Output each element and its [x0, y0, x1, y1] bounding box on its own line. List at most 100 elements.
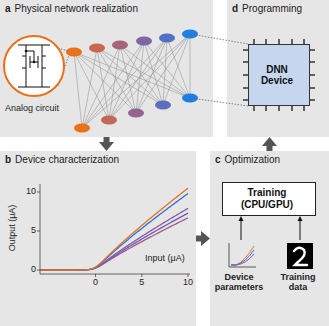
arrow-head: [201, 231, 210, 246]
iv-curve: [40, 188, 188, 270]
transistor-circuit: [18, 45, 50, 87]
digit-image: [287, 243, 313, 269]
synapse-line: [190, 34, 191, 98]
flow-arrow: [239, 216, 244, 240]
illustration: [4, 30, 315, 278]
synapse-line: [136, 34, 190, 113]
panel: c OptimizationTraining (CPU/GPU) Device pa…: [210, 151, 329, 326]
generated-figure: [40, 30, 315, 271]
tick-label: 10: [26, 187, 36, 197]
chip-pin: [310, 74, 315, 76]
zoom-line: [190, 34, 248, 44]
chip-pin: [310, 49, 315, 51]
panel: b Device characterization: [0, 151, 196, 326]
synapse-line: [74, 52, 82, 128]
tick-label: 5: [31, 226, 36, 236]
flow-arrow: [262, 137, 277, 151]
tick-label: 5: [139, 278, 144, 288]
synapse-line: [97, 48, 163, 105]
panel-letter: c: [215, 154, 221, 166]
plot-axes: [37, 184, 190, 277]
junction-dot: [25, 50, 28, 53]
neuron: [159, 34, 175, 43]
panel-title: Physical network realization: [15, 3, 138, 15]
mini-axes: [229, 243, 256, 267]
tick-label: 10: [183, 278, 193, 288]
chip-pin: [310, 87, 315, 89]
panel-title: Optimization: [225, 154, 281, 166]
flow-arrow: [298, 216, 303, 240]
synapse-line: [109, 34, 190, 120]
chip-pin: [310, 99, 315, 101]
mini-curve: [231, 246, 254, 265]
tick-label: 0: [31, 265, 36, 275]
arrow-shaft: [241, 220, 242, 240]
neuron: [136, 37, 152, 46]
icon-caption: Training data: [276, 240, 324, 293]
synapse-line: [144, 41, 190, 98]
flow-arrow: [196, 231, 210, 246]
tick-label: 0: [93, 278, 98, 288]
synapse-line: [136, 41, 144, 113]
process-box: Training (CPU/GPU): [222, 182, 316, 216]
arrow-head: [239, 216, 244, 221]
arrow-shaft: [300, 220, 301, 240]
neuron: [112, 41, 128, 50]
neuron: [155, 101, 171, 110]
icon-caption: Device parameters: [212, 240, 270, 293]
part-label: Analog circuit: [5, 104, 59, 114]
panel-background: [0, 0, 213, 137]
panel-title: Device characterization: [15, 154, 119, 166]
synapse-line: [109, 41, 144, 120]
iv-curve: [40, 208, 188, 270]
axis-title: Input (μA): [145, 254, 185, 264]
node-text: Device parameters: [212, 272, 266, 293]
axis-title: Output (μA): [8, 205, 18, 252]
panel-letter: d: [232, 3, 238, 15]
panel-title: Programming: [242, 3, 302, 15]
chip-pin: [310, 61, 315, 63]
junction-dot: [33, 61, 36, 64]
panel: d ProgrammingDNN Device: [227, 0, 329, 137]
synapse-line: [97, 48, 190, 98]
node-text: Training data: [276, 272, 320, 293]
node-text: DNN Device: [256, 64, 298, 87]
synapse-line: [82, 48, 97, 128]
zoom-line: [190, 98, 248, 106]
neuron: [74, 124, 90, 133]
synapse-line: [82, 38, 167, 128]
synapse-line: [120, 45, 163, 105]
panel: a Physical network realization: [0, 0, 213, 137]
neuron: [89, 44, 105, 53]
neuron: [101, 116, 117, 125]
panel-letter: a: [5, 3, 11, 15]
neuron: [66, 48, 82, 57]
chip-device: DNN Device: [248, 44, 310, 106]
chip-pin: [253, 106, 255, 111]
mini-curve: [231, 254, 254, 265]
arrow-head: [298, 216, 303, 221]
flow-arrow: [99, 137, 114, 151]
synapse-line: [167, 38, 190, 98]
synapse-line: [163, 38, 167, 105]
mini-curve: [231, 250, 254, 265]
node-text: Training (CPU/GPU): [227, 187, 307, 211]
chip-pin: [278, 106, 280, 111]
arrow-head: [262, 137, 277, 146]
chip-pin: [303, 106, 305, 111]
synapse-line: [82, 45, 120, 128]
panel-letter: b: [5, 154, 11, 166]
panel-background: [227, 0, 329, 137]
digit-stroke: [294, 248, 307, 265]
neuron: [128, 109, 144, 118]
chip-pin: [291, 106, 293, 111]
synapse-line: [97, 48, 109, 120]
arrow-head: [99, 142, 114, 151]
synapse-line: [82, 34, 190, 128]
panel-background: [0, 151, 196, 326]
zoom-circle: [4, 36, 64, 96]
synapse-line: [82, 41, 144, 128]
chip-pin: [265, 106, 267, 111]
